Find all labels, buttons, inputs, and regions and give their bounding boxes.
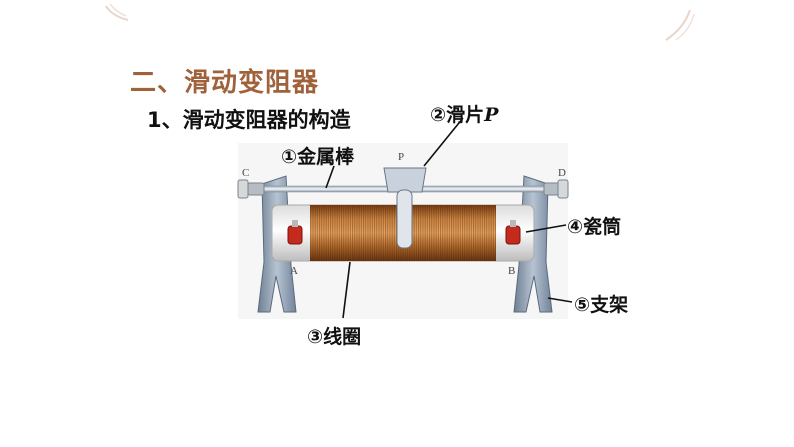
subtitle: 1、滑动变阻器的构造 xyxy=(147,108,351,132)
leader-ceramic-tube xyxy=(525,224,567,233)
callout-slider-text: ②滑片 xyxy=(430,104,485,126)
terminal-label-c: C xyxy=(242,167,249,179)
callout-slider-symbol: P xyxy=(484,104,499,126)
terminal-b-knob xyxy=(505,220,521,245)
terminal-c-nut xyxy=(237,179,265,199)
section-title: 二、滑动变阻器 xyxy=(130,68,320,98)
terminal-a-knob xyxy=(287,220,303,245)
terminal-label-b: B xyxy=(508,265,515,277)
leader-slider xyxy=(423,117,464,167)
leader-stand xyxy=(547,297,573,303)
terminal-label-d: D xyxy=(558,167,566,179)
callout-slider: ②滑片P xyxy=(430,100,498,127)
callout-coil: ③线圈 xyxy=(307,326,362,348)
leader-coil xyxy=(342,261,351,319)
terminal-label-a: A xyxy=(290,265,298,277)
leader-metal-rod xyxy=(325,165,335,189)
terminal-label-p: P xyxy=(398,151,404,163)
slider xyxy=(383,167,427,249)
callout-metal-rod: ①金属棒 xyxy=(281,146,355,168)
terminal-d-nut xyxy=(543,179,569,199)
callout-ceramic-tube: ④瓷筒 xyxy=(567,216,622,238)
callout-stand: ⑤支架 xyxy=(574,294,629,316)
